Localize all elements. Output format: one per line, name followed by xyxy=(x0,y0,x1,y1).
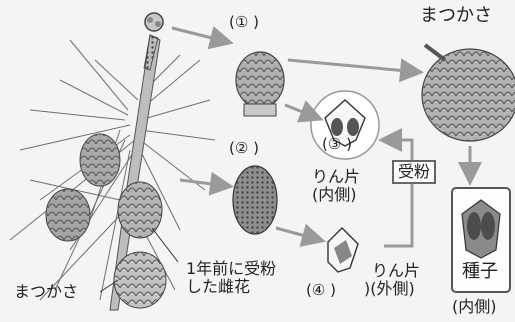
blank-label-2: (② ) xyxy=(229,139,259,157)
outer-scale-label-line1: りん片 xyxy=(372,261,421,280)
seed-box xyxy=(451,187,511,293)
male-flower-icon xyxy=(232,165,278,235)
female-flower-icon xyxy=(235,51,285,117)
seed-side-label: (内側) xyxy=(452,297,497,316)
scale-inner-icon xyxy=(310,90,380,160)
pollination-label: 受粉 xyxy=(392,160,437,185)
blank-label-1: (① ) xyxy=(229,13,259,31)
pine-cone-label-bottom: まつかさ xyxy=(14,282,79,301)
pine-branch-illustration xyxy=(9,12,216,311)
scale-outer-icon xyxy=(327,227,359,273)
last-year-line2: した雌花 xyxy=(186,277,251,297)
last-year-line1: 1年前に受粉 xyxy=(186,259,277,278)
flow-arrows xyxy=(171,25,482,248)
pine-cone-icon xyxy=(421,43,515,142)
outer-scale-label-line2: )(外側) xyxy=(364,279,415,299)
pine-cone-label-top: まつかさ xyxy=(420,5,492,26)
last-year-female-flower-label: 1年前に受粉 した雌花 xyxy=(186,259,277,297)
seed-label: 種子 xyxy=(462,261,498,282)
blank-label-3: (③ ) xyxy=(322,135,352,153)
inner-scale-label-line1: りん片 xyxy=(312,167,361,186)
outer-scale-label: りん片 )(外側) xyxy=(364,261,421,299)
inner-scale-label: りん片 (内側) xyxy=(312,167,361,205)
blank-label-4: (④ ) xyxy=(306,281,336,299)
inner-scale-label-line2: (内側) xyxy=(312,185,357,205)
